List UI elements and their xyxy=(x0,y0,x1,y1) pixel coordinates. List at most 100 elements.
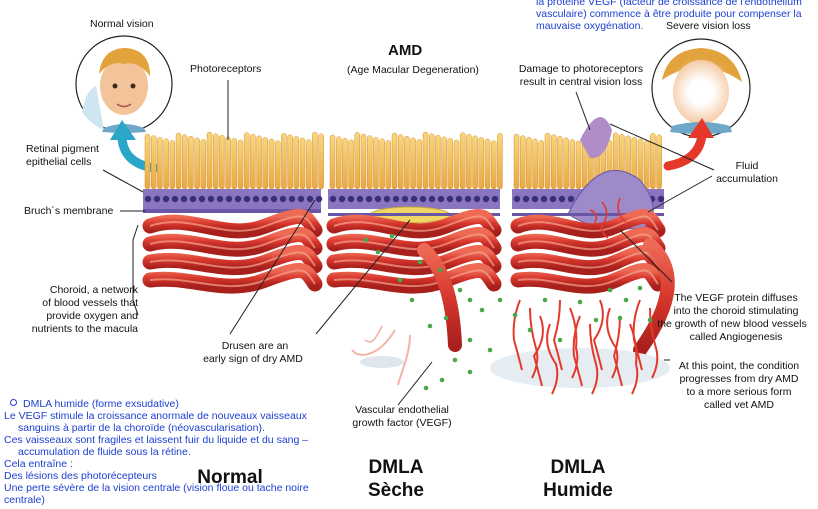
vegf-dot xyxy=(593,317,599,323)
new-vessel xyxy=(612,315,623,387)
epithelial-nucleus xyxy=(216,195,224,203)
photoreceptor-cell xyxy=(373,136,379,190)
photoreceptor-cell xyxy=(163,138,169,190)
normal-face xyxy=(75,35,173,133)
epithelial-nucleus xyxy=(374,195,382,203)
title-sub: (Age Macular Degeneration) xyxy=(347,64,479,76)
vessel-highlight xyxy=(517,215,659,232)
notes-line4: accumulation de fluide sous la rétine. xyxy=(18,446,191,458)
label-choroid-1: Choroid, a network xyxy=(49,284,138,296)
notes-line1: Le VEGF stimule la croissance anormale d… xyxy=(4,410,307,422)
epithelial-nucleus xyxy=(437,195,445,203)
vessel-highlight xyxy=(517,269,659,288)
label-rpe-2: epithelial cells xyxy=(26,156,92,168)
caption-dry-2: Sèche xyxy=(368,480,424,501)
vessel-highlight xyxy=(333,215,495,232)
vegf-dots xyxy=(363,233,653,391)
epithelial-nucleus xyxy=(401,195,409,203)
bullet-icon xyxy=(10,399,17,406)
photoreceptor-cell xyxy=(550,134,557,190)
epithelial-nucleus xyxy=(446,195,454,203)
epithelial-nucleus xyxy=(144,195,152,203)
epithelial-nucleus xyxy=(410,195,418,203)
vegf-dot xyxy=(439,377,445,383)
label-progress-1: At this point, the condition xyxy=(678,360,800,372)
panel-dry xyxy=(326,131,503,386)
epithelial-nucleus xyxy=(288,195,296,203)
new-vessel xyxy=(572,315,583,387)
leader-lines xyxy=(102,80,715,406)
epithelial-nucleus xyxy=(657,195,665,203)
epithelial-nucleus xyxy=(153,195,161,203)
label-choroid-4: nutrients to the macula xyxy=(31,323,138,335)
vessel-highlight xyxy=(333,233,495,251)
new-vessel xyxy=(592,299,604,371)
epithelial-nucleus xyxy=(329,195,337,203)
severe-loss-face xyxy=(651,38,751,138)
vegf-dot xyxy=(467,337,473,343)
photoreceptor-cell xyxy=(206,131,213,190)
label-vegf-3: the growth of new blood vessels xyxy=(657,318,807,330)
notes-line7: Une perte sévère de la vision centrale (… xyxy=(4,482,309,494)
vegf-dot xyxy=(389,233,395,239)
label-progress-3: to a more serious form xyxy=(686,386,792,398)
epithelial-nucleus xyxy=(455,195,463,203)
vessel-highlight xyxy=(517,251,659,269)
epithelial-nucleus xyxy=(558,195,566,203)
vegf-dot xyxy=(647,317,653,323)
label-vegf-factor-1: Vascular endothelial xyxy=(355,404,449,416)
epithelial-nucleus xyxy=(189,195,197,203)
photoreceptor-cell xyxy=(519,135,526,190)
label-damage-2: result in central vision loss xyxy=(519,76,643,88)
top-note-line1: la protéine VEGF (facteur de croissance … xyxy=(536,0,802,8)
new-vessel xyxy=(529,307,539,379)
epithelial-nucleus xyxy=(270,195,278,203)
photoreceptor-cell xyxy=(318,133,324,190)
photoreceptor-cell xyxy=(225,136,231,190)
photoreceptor-cell xyxy=(250,133,256,190)
label-vegf-factor-2: growth factor (VEGF) xyxy=(352,417,452,429)
photoreceptor-cell xyxy=(490,140,497,190)
label-drusen-2: early sign of dry AMD xyxy=(203,353,303,365)
photoreceptor-cell xyxy=(262,137,269,190)
epithelial-nucleus xyxy=(171,195,179,203)
photoreceptor-cell xyxy=(287,134,293,190)
label-choroid-2: of blood vessels that xyxy=(42,297,138,309)
photoreceptor-cell xyxy=(256,135,262,190)
vegf-dot xyxy=(577,299,583,305)
new-vessel xyxy=(552,299,563,371)
vegf-dot xyxy=(479,307,485,313)
photoreceptor-cell xyxy=(459,132,466,190)
caption-normal: Normal xyxy=(197,467,263,488)
vegf-dot xyxy=(623,297,629,303)
photoreceptor-cell xyxy=(397,134,404,190)
notes-block: DMLA humide (forme exsudative) Le VEGF s… xyxy=(4,398,340,506)
epithelial-nucleus xyxy=(252,195,260,203)
photoreceptor-cell xyxy=(335,136,342,190)
epithelial-nucleus xyxy=(365,195,373,203)
photoreceptor-cell xyxy=(299,137,306,190)
vegf-dot xyxy=(497,297,503,303)
photoreceptor-cell xyxy=(563,137,569,190)
photoreceptor-cell xyxy=(441,136,447,190)
epithelial-nucleus xyxy=(180,195,188,203)
new-vessel xyxy=(632,299,643,371)
epithelial-nucleus xyxy=(356,195,364,203)
epithelial-nucleus xyxy=(243,195,251,203)
epithelial-nucleus xyxy=(279,195,287,203)
photoreceptor-cell xyxy=(305,139,312,190)
photoreceptor-cell xyxy=(144,133,151,190)
photoreceptor-cell xyxy=(575,140,582,190)
photoreceptor-cell xyxy=(219,134,225,190)
photoreceptor-cell xyxy=(656,134,662,190)
vegf-dot xyxy=(363,237,369,243)
label-choroid-3: provide oxygen and xyxy=(46,310,138,322)
label-severe-vision-loss: Severe vision loss xyxy=(666,20,751,32)
label-progress-4: called vet AMD xyxy=(703,399,775,411)
photoreceptor-cell xyxy=(416,139,423,190)
epithelial-nucleus xyxy=(383,195,391,203)
photoreceptor-cell xyxy=(157,136,163,190)
photoreceptor-cell xyxy=(538,140,545,190)
photoreceptor-cell xyxy=(435,134,441,190)
